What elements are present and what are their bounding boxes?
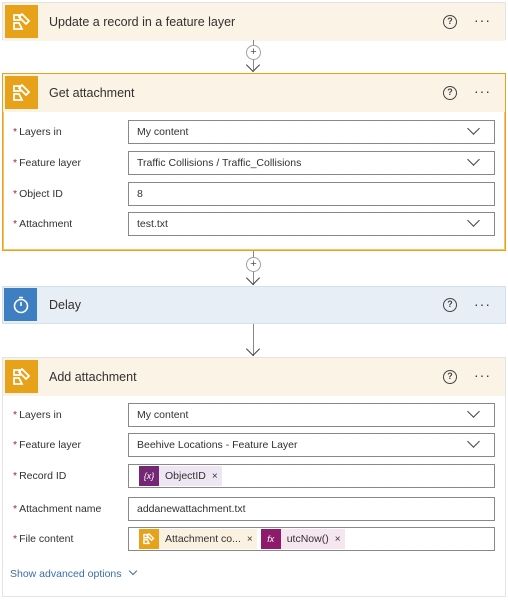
required-mark: * [13,439,18,451]
required-mark: * [13,533,18,545]
remove-token-icon[interactable]: × [211,470,218,482]
field-feature-layer: *Feature layer Beehive Locations - Featu… [3,433,507,459]
arrow-down-icon [245,270,261,286]
arcgis-app-icon [5,76,38,109]
required-mark: * [13,409,18,421]
field-label: Feature layer [19,157,81,169]
help-icon[interactable]: ? [443,298,457,312]
arcgis-app-icon [5,360,38,393]
field-file-content: *File content Attachment co... × fx utcN… [3,527,507,553]
expression-icon: {x} [139,466,159,486]
record-id-input[interactable]: {x} ObjectID × [128,464,495,488]
field-label: Feature layer [19,439,81,451]
delay-header[interactable]: Delay ? ··· [2,286,506,324]
add-attachment-card[interactable]: Add attachment ? ··· *Layers in My conte… [2,357,506,597]
required-mark: * [13,126,18,138]
arrow-down-icon [245,341,261,357]
function-icon: fx [260,529,281,549]
delay-card[interactable]: Delay ? ··· [2,286,506,324]
field-layers-in: *Layers in My content [3,120,507,146]
required-mark: * [13,218,18,230]
add-attachment-header[interactable]: Add attachment ? ··· [3,358,505,396]
card-title: Update a record in a feature layer [49,15,236,29]
field-record-id: *Record ID {x} ObjectID × [3,464,507,490]
card-title: Get attachment [49,86,135,100]
more-options-icon[interactable]: ··· [474,83,491,99]
arcgis-app-icon [139,529,159,549]
dropdown-value: My content [137,126,189,138]
field-attachment-name: *Attachment name addanewattachment.txt [3,497,507,523]
more-options-icon[interactable]: ··· [474,296,491,312]
token-label: Attachment co... [165,533,241,545]
field-layers-in: *Layers in My content [3,403,507,429]
field-label: Attachment [19,218,73,230]
chevron-down-icon[interactable] [467,435,480,448]
input-value: addanewattachment.txt [137,503,246,515]
card-title: Add attachment [49,370,137,384]
help-icon[interactable]: ? [443,86,457,100]
arcgis-app-icon [5,5,38,38]
field-label: File content [19,533,74,545]
field-label: Layers in [19,409,62,421]
required-mark: * [13,470,18,482]
attachment-dropdown[interactable]: test.txt [128,212,495,236]
chevron-down-icon[interactable] [467,122,480,135]
feature-layer-dropdown[interactable]: Beehive Locations - Feature Layer [128,433,495,457]
feature-layer-dropdown[interactable]: Traffic Collisions / Traffic_Collisions [128,151,495,175]
more-options-icon[interactable]: ··· [474,367,491,383]
field-feature-layer: *Feature layer Traffic Collisions / Traf… [3,151,507,177]
file-content-input[interactable]: Attachment co... × fx utcNow() × [128,527,495,551]
input-value: 8 [137,188,143,200]
chevron-down-icon [128,566,137,576]
field-label: Layers in [19,126,62,138]
card-title: Delay [49,298,81,312]
more-options-icon[interactable]: ··· [474,12,491,28]
help-icon[interactable]: ? [443,370,457,384]
required-mark: * [13,503,18,515]
token-label: ObjectID [165,470,206,482]
dropdown-value: Beehive Locations - Feature Layer [137,439,298,451]
insert-step-button[interactable]: + [246,257,261,272]
field-label: Object ID [19,188,63,200]
dropdown-value: test.txt [137,218,168,230]
update-record-card[interactable]: Update a record in a feature layer ? ··· [2,2,506,41]
get-attachment-card[interactable]: Get attachment ? ··· *Layers in My conte… [2,73,506,251]
dynamic-content-token[interactable]: Attachment co... × [139,529,257,549]
field-object-id: *Object ID 8 [3,182,507,208]
layers-in-dropdown[interactable]: My content [128,403,495,427]
link-label: Show advanced options [10,568,122,580]
get-attachment-header[interactable]: Get attachment ? ··· [3,74,505,112]
chevron-down-icon[interactable] [467,405,480,418]
timer-icon [4,288,37,321]
dropdown-value: My content [137,409,189,421]
chevron-down-icon[interactable] [467,214,480,227]
token-label: utcNow() [286,533,329,545]
show-advanced-options-link[interactable]: Show advanced options [10,566,137,580]
dropdown-value: Traffic Collisions / Traffic_Collisions [137,157,302,169]
chevron-down-icon[interactable] [467,153,480,166]
field-label: Attachment name [19,503,102,515]
field-attachment: *Attachment test.txt [3,212,507,238]
connector-line [253,324,254,356]
insert-step-button[interactable]: + [246,45,261,60]
layers-in-dropdown[interactable]: My content [128,120,495,144]
remove-token-icon[interactable]: × [334,533,341,545]
attachment-name-input[interactable]: addanewattachment.txt [128,497,495,521]
expression-token[interactable]: fx utcNow() × [260,529,345,549]
remove-token-icon[interactable]: × [246,533,253,545]
field-label: Record ID [19,470,67,482]
required-mark: * [13,188,18,200]
dynamic-content-token[interactable]: {x} ObjectID × [139,466,222,486]
object-id-input[interactable]: 8 [128,182,495,206]
required-mark: * [13,157,18,169]
update-record-header[interactable]: Update a record in a feature layer ? ··· [3,3,505,41]
help-icon[interactable]: ? [443,15,457,29]
arrow-down-icon [245,57,261,73]
